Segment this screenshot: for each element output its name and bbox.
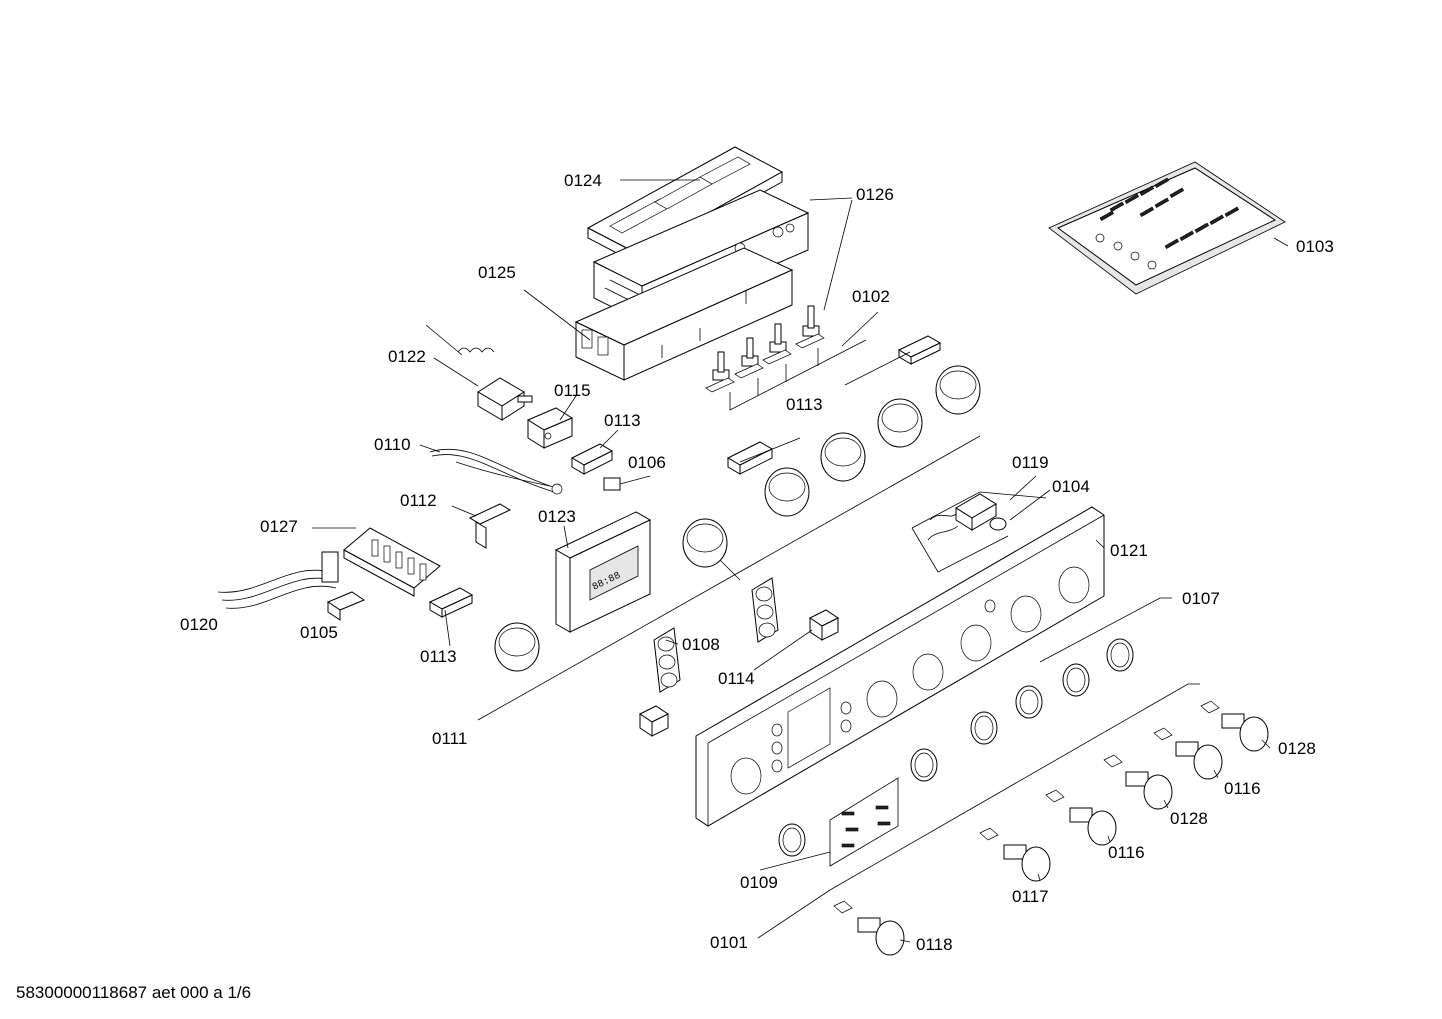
- terminal-block: [343, 527, 441, 597]
- button-strip-upper: [751, 577, 779, 643]
- knob-4: [1045, 789, 1117, 846]
- clip-middle: [726, 441, 774, 475]
- label-0128-upper: 0128: [1278, 739, 1316, 758]
- clip-left: [570, 443, 614, 475]
- label-0110: 0110: [374, 435, 411, 454]
- label-0119: 0119: [1012, 453, 1049, 472]
- knob-3: [1103, 754, 1173, 810]
- label-0122: 0122: [388, 347, 426, 366]
- control-panel-fascia: [695, 506, 1105, 827]
- contact-terminals: [705, 305, 867, 411]
- label-0126: 0126: [856, 185, 894, 204]
- label-0113-mid: 0113: [786, 395, 823, 414]
- wire-harness: [429, 448, 563, 495]
- label-0113-upper: 0113: [604, 411, 641, 430]
- knob-sleeves: [494, 365, 981, 672]
- label-0115: 0115: [554, 381, 591, 400]
- small-bracket: [326, 591, 366, 621]
- label-0127: 0127: [260, 517, 298, 536]
- label-0116-lower: 0116: [1108, 843, 1145, 862]
- label-0103: 0103: [1296, 237, 1334, 256]
- thermostat: [425, 324, 533, 421]
- button-strip-lower: [653, 627, 681, 693]
- clip-lower: [428, 587, 474, 618]
- angle-bracket: [468, 503, 512, 549]
- label-0114: 0114: [718, 669, 755, 688]
- label-0105: 0105: [300, 623, 338, 642]
- switch-bracket-lower: [639, 705, 669, 737]
- leader-lines: [312, 179, 1289, 943]
- switch-bracket-upper: [809, 609, 839, 641]
- label-0125: 0125: [478, 263, 516, 282]
- part-labels: 0124 0126 0125 0102 0103 0122 0115 0113 …: [16, 171, 1334, 1002]
- label-0118: 0118: [916, 935, 953, 954]
- bracket: [526, 407, 574, 449]
- label-0128-lower: 0128: [1170, 809, 1208, 828]
- clip-upper-right: [897, 335, 942, 365]
- screw-set: [829, 777, 899, 867]
- knob-rings: [778, 597, 1172, 857]
- label-0116-upper: 0116: [1224, 779, 1261, 798]
- lamp-holder: [603, 477, 621, 491]
- label-0112: 0112: [400, 491, 437, 510]
- switch-housing-assembly: [574, 146, 810, 381]
- screw-bag: [1048, 161, 1286, 295]
- drawing-reference-footer: 58300000118687 aet 000 a 1/6: [16, 983, 251, 1002]
- knob-2: [1153, 727, 1223, 780]
- door-switch: [911, 491, 1047, 573]
- label-0111: 0111: [432, 729, 467, 748]
- label-0113-lower: 0113: [420, 647, 457, 666]
- knob-1: [1200, 700, 1269, 752]
- knob-6: [833, 900, 905, 956]
- knob-5: [979, 827, 1051, 882]
- label-0123: 0123: [538, 507, 576, 526]
- label-0102: 0102: [852, 287, 890, 306]
- label-0106: 0106: [628, 453, 666, 472]
- control-knobs: [829, 683, 1269, 956]
- label-0104: 0104: [1052, 477, 1090, 496]
- cable-set: [217, 551, 339, 609]
- clock-module: 88:88: [554, 511, 652, 633]
- label-0108: 0108: [682, 635, 720, 654]
- label-0117: 0117: [1012, 887, 1049, 906]
- label-0109: 0109: [740, 873, 778, 892]
- label-0121: 0121: [1110, 541, 1148, 560]
- label-0120: 0120: [180, 615, 218, 634]
- label-0124: 0124: [564, 171, 602, 190]
- label-0107: 0107: [1182, 589, 1220, 608]
- label-0101: 0101: [710, 933, 748, 952]
